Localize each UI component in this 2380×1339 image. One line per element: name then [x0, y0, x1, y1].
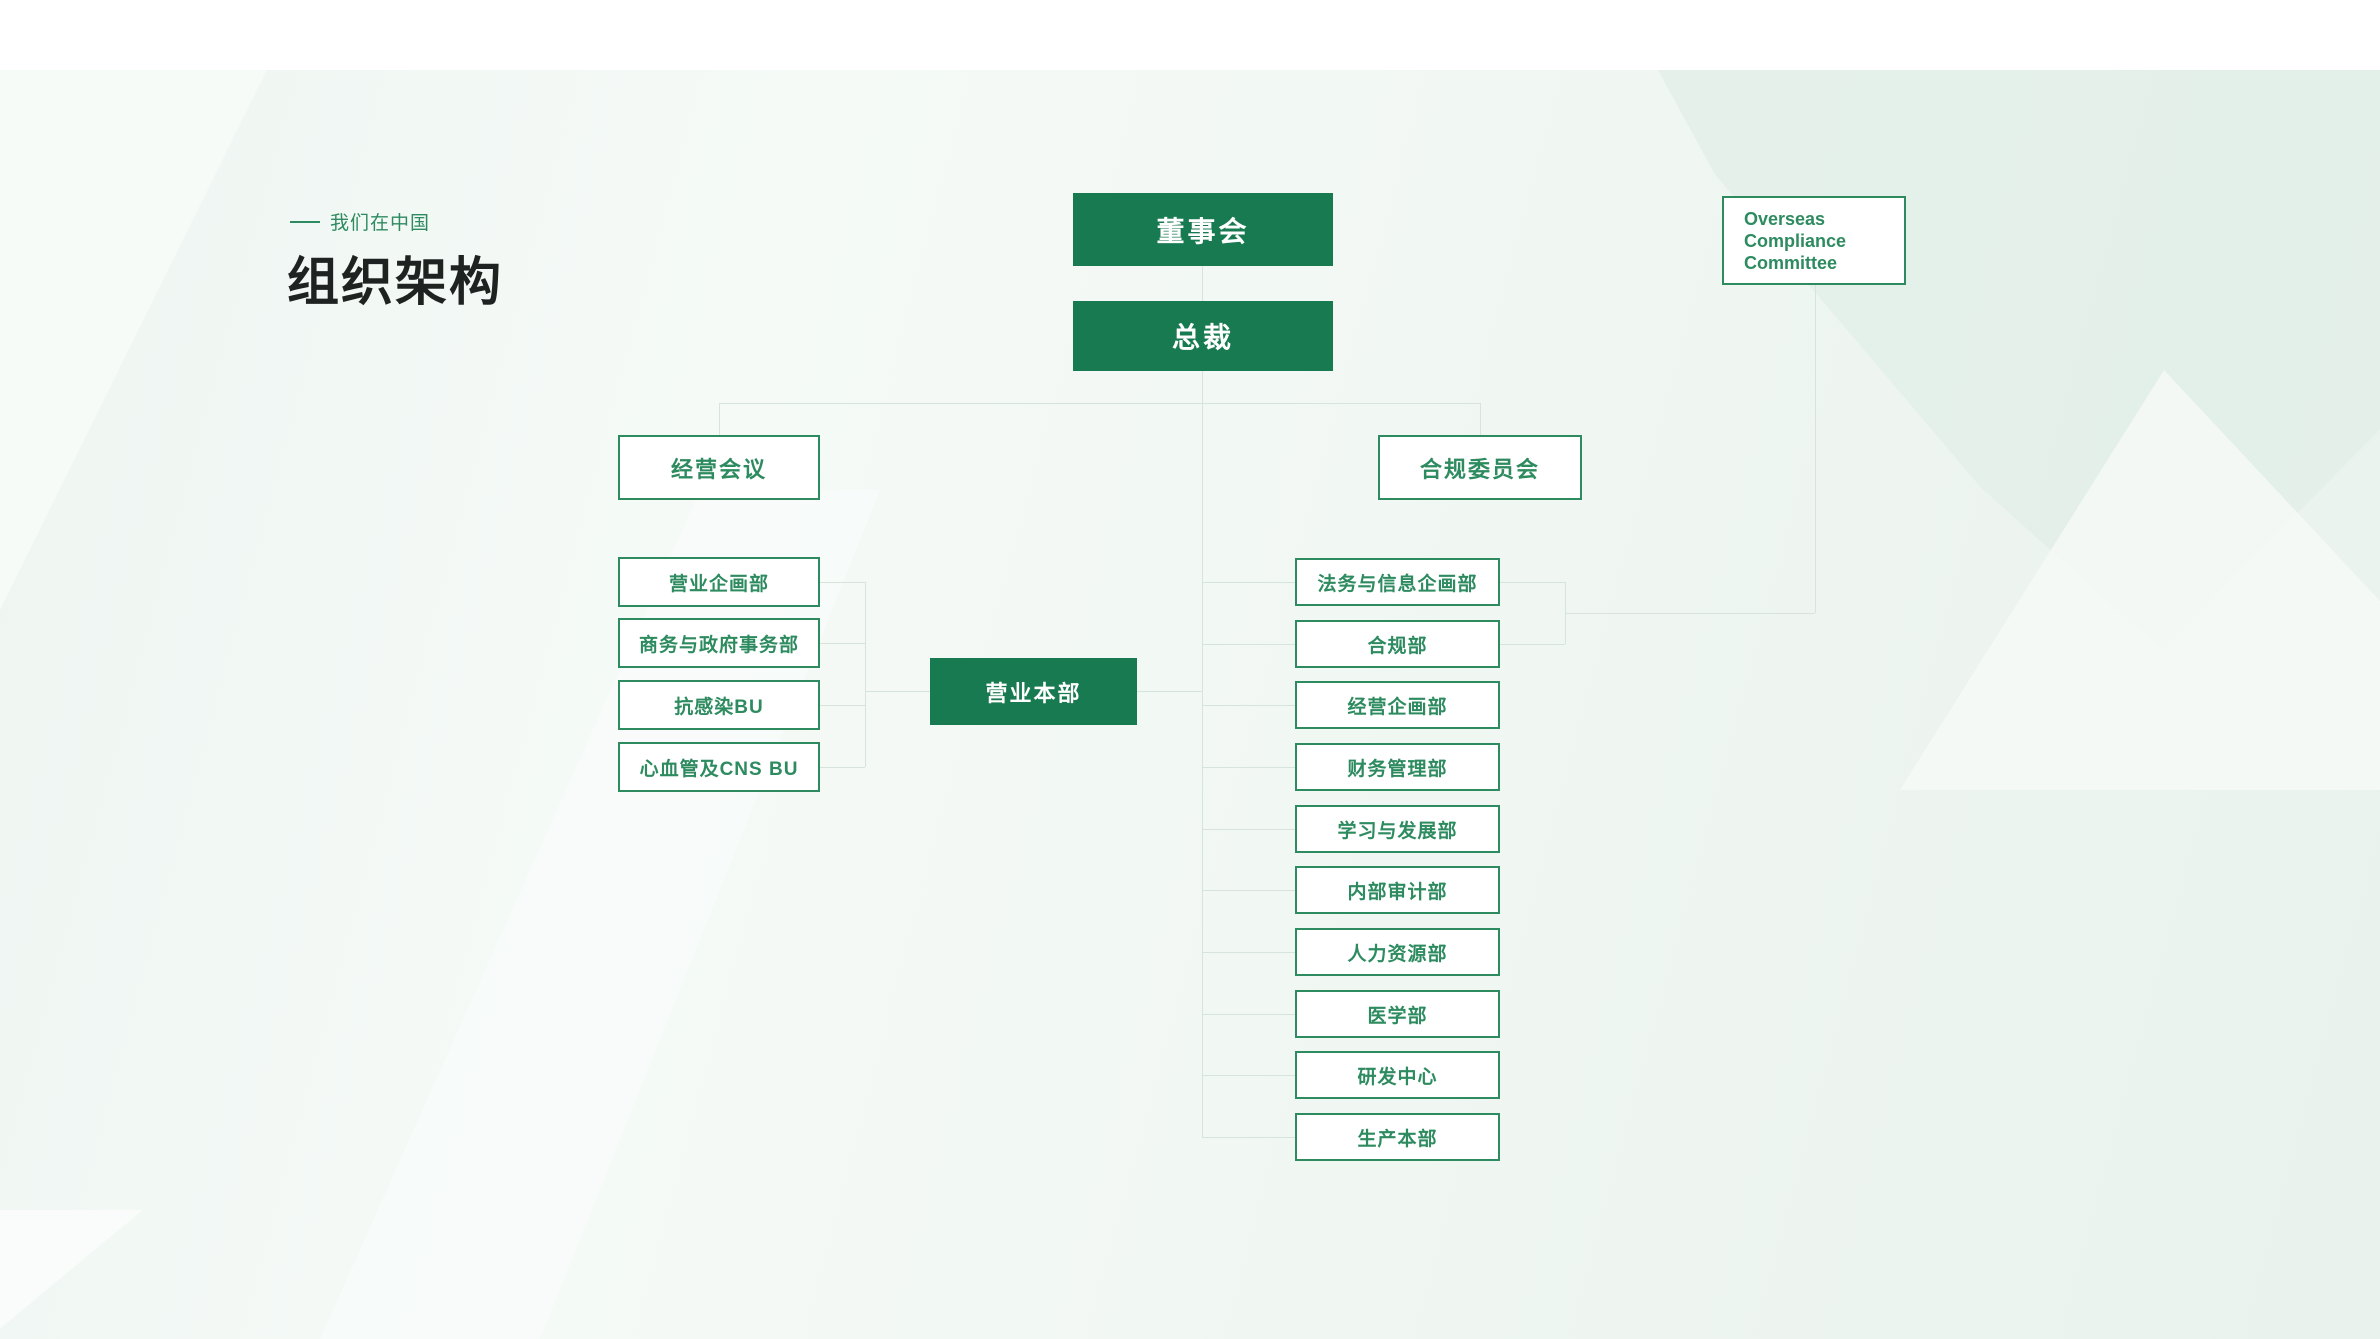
connector-president-down — [1202, 371, 1203, 403]
org-node-label: 生产本部 — [1357, 1128, 1438, 1150]
connector-stub — [1202, 952, 1295, 953]
org-node-label: 学习与发展部 — [1337, 820, 1458, 842]
background-decor-shape — [0, 1210, 143, 1329]
org-node-president-dept: 法务与信息企画部 — [1295, 558, 1500, 606]
connector-bus-saleshq — [865, 691, 930, 692]
org-node-label: 商务与政府事务部 — [638, 634, 799, 656]
org-node-compliance-committee: 合规委员会 — [1378, 435, 1582, 500]
org-node-president-dept: 合规部 — [1295, 620, 1500, 668]
org-node-sales-dept: 心血管及CNS BU — [618, 742, 820, 792]
background-decor-shape — [320, 490, 880, 1339]
connector-stub — [820, 705, 865, 706]
background-decor-shape — [1658, 70, 2380, 650]
connector-stub — [1202, 1137, 1295, 1138]
connector-branch-horizontal — [719, 403, 1481, 404]
org-node-label: 经营会议 — [670, 456, 767, 482]
org-node-label: 经营企画部 — [1347, 696, 1448, 718]
org-node-label: 内部审计部 — [1347, 881, 1448, 903]
connector-overseas-vertical — [1815, 285, 1816, 613]
connector-stub — [1202, 767, 1295, 768]
overseas-line-3: Committee — [1744, 252, 1838, 273]
org-node-management-meeting: 经营会议 — [618, 435, 820, 500]
connector-stub — [1202, 582, 1295, 583]
org-node-president-dept: 生产本部 — [1295, 1113, 1500, 1161]
connector-stub — [1202, 829, 1295, 830]
connector-saleshq-central — [1137, 691, 1202, 692]
page-title: 组织架构 — [287, 254, 504, 312]
top-white-band — [0, 0, 2380, 70]
connector-left-bus — [865, 582, 866, 767]
org-node-sales-dept: 营业企画部 — [618, 557, 820, 607]
connector-board-president — [1202, 266, 1203, 301]
background-decor-shape — [1900, 370, 2380, 790]
org-node-sales-hq: 营业本部 — [930, 658, 1137, 725]
org-node-label: 总裁 — [1171, 322, 1234, 353]
eyebrow-dash-line — [290, 220, 320, 223]
org-node-president-dept: 人力资源部 — [1295, 928, 1500, 976]
org-node-label: 合规委员会 — [1419, 456, 1540, 482]
connector-stub — [1202, 890, 1295, 891]
org-node-label: 抗感染BU — [674, 696, 764, 718]
connector-stub — [820, 643, 865, 644]
org-node-label: 合规部 — [1367, 635, 1428, 657]
background-decor-shape — [0, 70, 267, 610]
org-node-president-dept: 内部审计部 — [1295, 866, 1500, 914]
section-eyebrow: 我们在中国 — [290, 208, 430, 235]
org-node-label: 人力资源部 — [1347, 943, 1448, 965]
connector-stub — [1202, 1014, 1295, 1015]
org-node-board: 董事会 — [1073, 193, 1333, 266]
connector-stub — [1202, 644, 1295, 645]
connector-bracket-stub-compliance — [1500, 644, 1565, 645]
org-node-label: 研发中心 — [1357, 1066, 1438, 1088]
org-node-label: 董事会 — [1156, 215, 1250, 247]
overseas-line-1: Overseas — [1744, 208, 1826, 229]
connector-bracket-horizontal — [1565, 613, 1815, 614]
connector-central-vertical — [1202, 403, 1203, 1137]
org-node-sales-dept: 抗感染BU — [618, 680, 820, 730]
org-node-sales-dept: 商务与政府事务部 — [618, 618, 820, 668]
org-node-label: 营业企画部 — [668, 573, 769, 595]
connector-stub — [1202, 705, 1295, 706]
org-node-president-dept: 学习与发展部 — [1295, 805, 1500, 853]
connector-stub — [820, 582, 865, 583]
org-node-overseas-compliance-committee: Overseas Compliance Committee — [1722, 196, 1906, 285]
org-node-label: 营业本部 — [985, 680, 1082, 706]
org-node-label: 医学部 — [1367, 1005, 1428, 1027]
connector-bracket-stub-legal — [1500, 582, 1565, 583]
connector-stub — [1202, 1075, 1295, 1076]
connector-drop-compliance-committee — [1480, 403, 1481, 435]
connector-drop-management-meeting — [719, 403, 720, 435]
org-node-label: 法务与信息企画部 — [1317, 573, 1478, 595]
org-node-president-dept: 财务管理部 — [1295, 743, 1500, 791]
org-node-president: 总裁 — [1073, 301, 1333, 371]
org-node-label: 财务管理部 — [1347, 758, 1448, 780]
overseas-line-2: Compliance — [1744, 230, 1847, 251]
org-node-label: Overseas Compliance Committee — [1744, 208, 1846, 274]
org-node-president-dept: 研发中心 — [1295, 1051, 1500, 1099]
org-node-president-dept: 医学部 — [1295, 990, 1500, 1038]
org-node-president-dept: 经营企画部 — [1295, 681, 1500, 729]
connector-stub — [820, 767, 865, 768]
eyebrow-label: 我们在中国 — [330, 213, 431, 234]
org-node-label: 心血管及CNS BU — [639, 758, 799, 780]
